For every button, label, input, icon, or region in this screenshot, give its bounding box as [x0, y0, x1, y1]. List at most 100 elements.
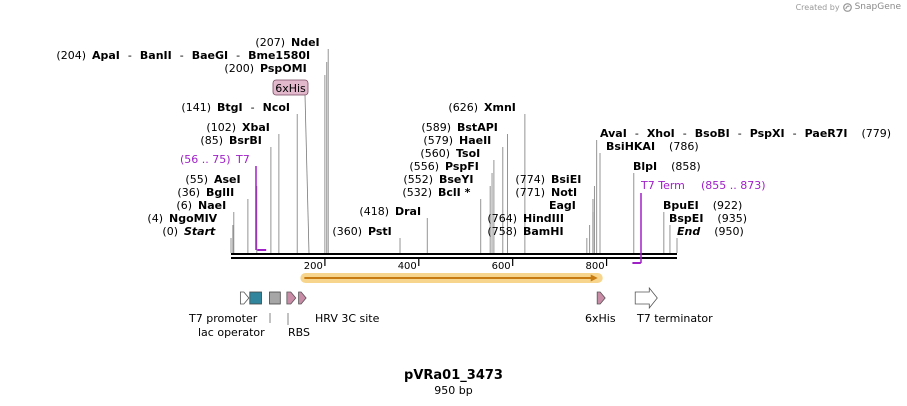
site-name: NaeI	[198, 199, 226, 212]
site-name: PspFI	[445, 160, 479, 173]
site-alias-name: PaeR7I	[805, 127, 848, 140]
feature-label: T7 promoter	[188, 312, 258, 325]
site-position: (560)	[420, 147, 450, 160]
restriction-site: BsrBI(85)	[200, 134, 272, 253]
primer-annotation: T7 Term (855 .. 873)	[632, 179, 766, 264]
site-position: (0)	[162, 225, 178, 238]
ruler-tick-label: 400	[398, 261, 417, 272]
primer-name: T7	[235, 153, 250, 166]
site-position: (55)	[185, 173, 208, 186]
restriction-site: PstI(360)	[332, 225, 401, 253]
site-position: (207)	[255, 36, 285, 49]
site-name: NgoMIV	[169, 212, 218, 225]
site-position: (626)	[448, 101, 478, 114]
site-position: (556)	[409, 160, 439, 173]
site-position: (935)	[717, 212, 747, 225]
feature-rbs	[269, 291, 281, 305]
site-position: (774)	[515, 173, 545, 186]
site-alias-dash: -	[683, 127, 687, 140]
snapgene-logo-icon	[842, 2, 852, 12]
feature-label: T7 terminator	[636, 312, 713, 325]
restriction-site: BlpI (858)	[633, 160, 701, 253]
restriction-site: BclI * (532)	[402, 186, 482, 253]
site-name: BseYI	[439, 173, 473, 186]
site-position: (858)	[671, 160, 701, 173]
restriction-site: BsiEI(774)	[515, 173, 595, 253]
site-position: (204)	[56, 49, 86, 62]
site-position: (418)	[359, 205, 389, 218]
restriction-site: BamHI(758)	[487, 225, 588, 253]
primer-name: T7 Term	[640, 179, 685, 192]
feature-label: lac operator	[198, 326, 265, 339]
plasmid-name: pVRa01_3473	[404, 368, 503, 383]
plasmid-length: 950 bp	[434, 384, 473, 397]
restriction-site: BglII(36)	[177, 186, 249, 253]
restriction-sites: Start(0)NgoMIV(4)NaeI(6)BglII(36)AseI(55…	[56, 36, 891, 253]
site-position: (4)	[147, 212, 163, 225]
site-position: (589)	[421, 121, 451, 134]
feature-t7-promoter	[239, 291, 250, 305]
restriction-site: XbaI(102)	[206, 121, 280, 253]
feature-arrow	[286, 291, 297, 305]
restriction-site: NgoMIV (4)	[147, 212, 234, 253]
restriction-site: AvaI-XhoI-BsoBI-PspXI-PaeR7I(779)	[596, 127, 892, 253]
feature-6xhis	[596, 291, 606, 305]
site-name: Start	[184, 225, 216, 238]
restriction-site: XmnI (626)	[448, 101, 526, 253]
credit-prefix: Created by	[795, 2, 840, 12]
feature-box	[249, 291, 262, 305]
site-name: BamHI	[523, 225, 564, 238]
site-name: End	[677, 225, 700, 238]
site-position: (6)	[176, 199, 192, 212]
his-tag-line	[304, 94, 310, 254]
site-position: (579)	[423, 134, 453, 147]
restriction-site: DraI(418)	[359, 205, 428, 253]
restriction-site: BseYI(552)	[403, 173, 491, 253]
restriction-site: HaeII (579)	[423, 134, 504, 253]
site-alias-dash: -	[236, 49, 240, 62]
his-tag-box	[272, 79, 309, 96]
credit-brand: SnapGene	[854, 2, 901, 12]
site-position: (532)	[402, 186, 432, 199]
site-name: XmnI	[484, 101, 516, 114]
site-name: NdeI	[291, 36, 320, 49]
feature-hrv-3c-site	[286, 291, 297, 305]
site-position: (85)	[200, 134, 223, 147]
his-tag-callout: 6xHis	[272, 79, 310, 254]
site-name: BtgI	[217, 101, 243, 114]
site-alias-name: BaeGI	[192, 49, 228, 62]
restriction-site: Start (0)	[162, 225, 232, 253]
created-by-credit: Created by SnapGene	[796, 2, 901, 12]
feature-arrow	[239, 291, 250, 305]
site-name: BclI *	[438, 186, 471, 199]
restriction-site: End(950)	[676, 225, 744, 253]
primer-range: (855 .. 873)	[701, 179, 766, 192]
primer-annotation: (56 .. 75)T7	[180, 153, 267, 251]
site-name: NotI	[551, 186, 577, 199]
orf-arrow	[300, 273, 603, 283]
site-name: BlpI	[633, 160, 657, 173]
restriction-site: PspFI (556)	[409, 160, 493, 253]
site-position: (200)	[224, 62, 254, 75]
site-name: BglII	[206, 186, 234, 199]
ruler-tick-label: 200	[304, 261, 323, 272]
site-alias-name: XhoI	[647, 127, 675, 140]
site-name: BstAPI	[457, 121, 498, 134]
site-position: (141)	[181, 101, 211, 114]
site-name: TsoI	[456, 147, 480, 160]
site-position: (771)	[515, 186, 545, 199]
feature-arrow	[298, 291, 307, 305]
site-name: BspEI	[669, 212, 703, 225]
site-name: PspOMI	[260, 62, 307, 75]
site-name: HaeII	[459, 134, 491, 147]
site-alias-name: PspXI	[750, 127, 785, 140]
restriction-site: BtgI(141)-NcoI	[181, 101, 298, 253]
site-position: (764)	[487, 212, 517, 225]
site-position: (779)	[862, 127, 892, 140]
site-alias-name: NcoI	[263, 101, 290, 114]
restriction-site: BpuEI(922)	[663, 199, 742, 253]
restriction-site: NaeI (6)	[176, 199, 235, 253]
site-name: BpuEI	[663, 199, 699, 212]
